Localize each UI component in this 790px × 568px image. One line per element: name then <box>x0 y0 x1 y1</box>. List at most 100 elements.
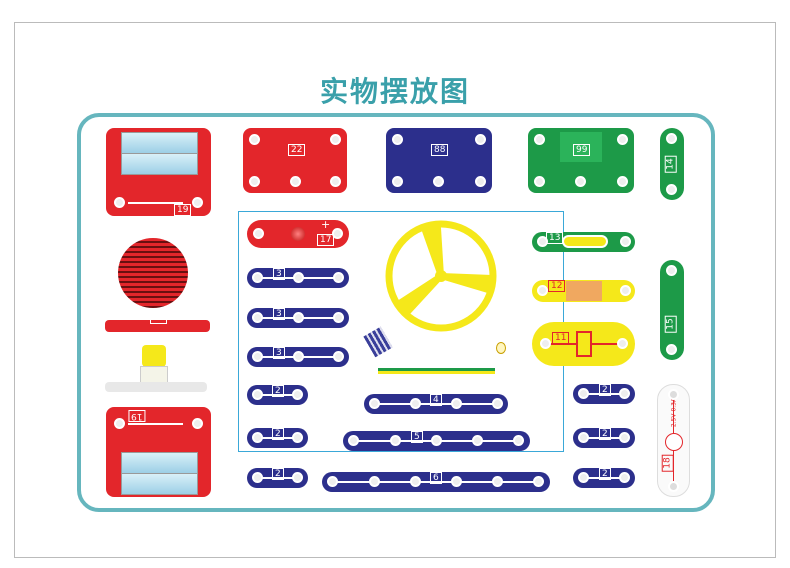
snap-connector <box>578 472 589 483</box>
snap-connector <box>252 272 263 283</box>
snap-connector <box>249 176 260 187</box>
snap-connector <box>330 134 341 145</box>
switch-top: 14 <box>660 128 684 200</box>
part-number: 3 <box>273 308 285 320</box>
snap-connector <box>668 389 679 400</box>
part-number: 2 <box>272 428 284 440</box>
speaker-base: 20 <box>105 312 210 332</box>
snap-connector <box>534 176 545 187</box>
snap-connector <box>369 476 380 487</box>
wire-5: 5 <box>343 431 530 451</box>
panel-green: 99 <box>528 128 634 193</box>
snap-connector <box>617 338 628 349</box>
motor-top <box>142 345 166 367</box>
snap-connector <box>192 197 203 208</box>
snap-connector <box>451 398 462 409</box>
wire-2: 2 <box>247 428 308 448</box>
part-number: 2 <box>272 468 284 480</box>
snap-connector <box>333 312 344 323</box>
green-yellow-wire <box>378 368 495 374</box>
wire-2: 2 <box>247 385 308 405</box>
snap-connector <box>492 476 503 487</box>
snap-connector <box>332 228 343 239</box>
snap-connector <box>534 134 545 145</box>
part-number: 5 <box>411 431 423 443</box>
snap-connector <box>668 481 679 492</box>
wire-3: 3 <box>247 308 349 328</box>
snap-connector <box>252 432 263 443</box>
part-number: 11 <box>552 332 570 344</box>
wire-2: 2 <box>247 468 308 488</box>
snap-connector <box>292 472 303 483</box>
snap-connector <box>410 476 421 487</box>
part-number: 4 <box>430 394 442 406</box>
snap-connector <box>252 472 263 483</box>
snap-connector <box>333 272 344 283</box>
snap-connector <box>620 285 631 296</box>
snap-connector <box>348 435 359 446</box>
switch-side: 15 <box>660 260 684 360</box>
wire-2: 2 <box>573 428 635 448</box>
snap-connector <box>492 398 503 409</box>
part-number: 2 <box>599 468 611 480</box>
part-number: 18 <box>661 454 674 472</box>
snap-connector <box>666 184 677 195</box>
snap-connector <box>290 176 301 187</box>
snap-connector <box>293 351 304 362</box>
snap-connector <box>619 472 630 483</box>
bulb-icon <box>496 342 506 354</box>
snap-connector <box>293 272 304 283</box>
snap-connector <box>533 476 544 487</box>
snap-connector <box>617 176 628 187</box>
snap-connector <box>431 435 442 446</box>
plus-label: + <box>321 218 331 231</box>
part-number: 99 <box>573 144 591 156</box>
resistor: 12 <box>532 280 635 302</box>
part-number: 20 <box>150 312 168 324</box>
snap-connector <box>252 389 263 400</box>
panel-blue: 88 <box>386 128 492 193</box>
outer-frame <box>14 22 776 558</box>
wire-3: 3 <box>247 268 349 288</box>
wire-2: 2 <box>573 468 635 488</box>
snap-connector <box>392 176 403 187</box>
reed-switch: 13 <box>532 232 635 252</box>
snap-connector <box>575 176 586 187</box>
snap-connector <box>433 176 444 187</box>
snap-connector <box>249 134 260 145</box>
wire-2: 2 <box>573 384 635 404</box>
snap-connector <box>333 351 344 362</box>
speaker <box>118 238 188 308</box>
lamp-holder: 2.5V 0.3A 18 <box>657 384 690 497</box>
part-number: 3 <box>273 268 285 280</box>
led-module: + 17 <box>247 218 349 248</box>
snap-connector <box>475 176 486 187</box>
page-title: 实物摆放图 <box>319 75 470 108</box>
part-number: 22 <box>288 144 306 156</box>
fan-blade <box>385 220 497 332</box>
snap-connector <box>390 435 401 446</box>
snap-connector <box>252 351 263 362</box>
capacitor: 11 <box>532 322 635 366</box>
snap-connector <box>369 398 380 409</box>
snap-connector <box>192 418 203 429</box>
snap-connector <box>578 388 589 399</box>
snap-connector <box>410 398 421 409</box>
snap-connector <box>619 432 630 443</box>
part-number: 13 <box>546 232 564 244</box>
battery-holder-bottom: 19 <box>106 407 211 497</box>
snap-connector <box>114 197 125 208</box>
part-number: 2 <box>272 385 284 397</box>
snap-connector <box>392 134 403 145</box>
snap-connector <box>617 134 628 145</box>
snap-connector <box>540 338 551 349</box>
part-number: 88 <box>431 144 449 156</box>
wire-3: 3 <box>247 347 349 367</box>
snap-connector <box>451 476 462 487</box>
snap-connector <box>330 176 341 187</box>
snap-connector <box>472 435 483 446</box>
wire-4: 4 <box>364 394 508 414</box>
battery-holder-top: 19 <box>106 128 211 216</box>
snap-connector <box>292 432 303 443</box>
part-number: 14 <box>664 155 677 173</box>
